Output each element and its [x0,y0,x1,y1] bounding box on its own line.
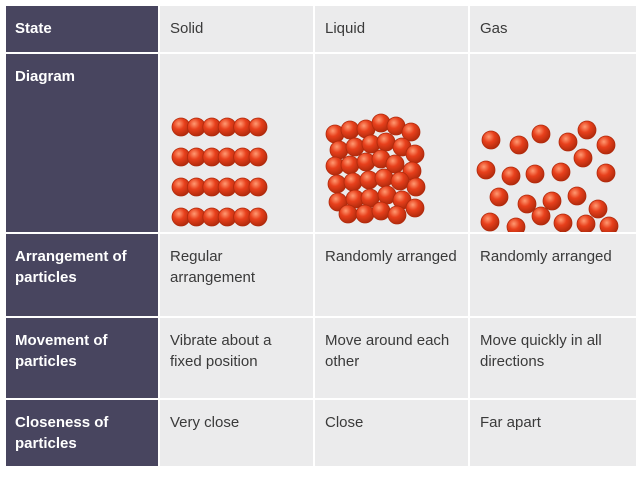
row-label-diagram: Diagram [6,54,158,232]
liquid-particle [406,177,426,197]
liquid-particles-svg [325,113,426,225]
gas-particle [588,199,608,219]
liquid-particle [329,140,349,160]
solid-particle-diagram [160,54,313,232]
row-label-arrangement: Arrangement of particles [6,234,158,316]
liquid-particle [355,204,375,224]
gas-particle [480,212,500,232]
gas-particle [517,194,537,214]
gas-particle [501,166,521,186]
solid-arrangement: Regular arrangement [160,234,313,316]
liquid-particle [387,205,407,225]
gas-particle [531,206,551,226]
gas-particle [553,213,573,232]
header-solid: Solid [160,6,313,52]
gas-particle [573,148,593,168]
liquid-particle [338,204,358,224]
gas-particle [576,214,596,232]
gas-particle [542,191,562,211]
gas-particle [558,132,578,152]
liquid-particle [390,171,410,191]
liquid-particle [374,168,394,188]
gas-particle-diagram [470,54,636,232]
states-of-matter-table: State Solid Liquid Gas Diagram Arrangeme… [6,6,636,466]
liquid-particle [340,120,360,140]
gas-particle [509,135,529,155]
liquid-closeness: Close [315,400,468,466]
liquid-particle [343,172,363,192]
solid-movement: Vibrate about a fixed position [160,318,313,398]
gas-particle [599,216,619,232]
row-label-closeness: Closeness of particles [6,400,158,466]
liquid-particle [385,154,405,174]
solid-particle [248,207,268,227]
liquid-particle [340,155,360,175]
gas-arrangement: Randomly arranged [470,234,636,316]
gas-closeness: Far apart [470,400,636,466]
gas-particle [506,217,526,232]
solid-closeness: Very close [160,400,313,466]
header-liquid: Liquid [315,6,468,52]
liquid-arrangement: Randomly arranged [315,234,468,316]
gas-particle [596,163,616,183]
gas-particle [525,164,545,184]
gas-movement: Move quickly in all directions [470,318,636,398]
solid-particles-svg [171,117,268,227]
header-gas: Gas [470,6,636,52]
liquid-movement: Move around each other [315,318,468,398]
gas-particle [489,187,509,207]
solid-particle [248,117,268,137]
liquid-particle [345,137,365,157]
gas-particle [577,120,597,140]
gas-particle [481,130,501,150]
gas-particle [551,162,571,182]
gas-particles-svg [476,120,619,232]
row-label-movement: Movement of particles [6,318,158,398]
gas-particle [596,135,616,155]
liquid-particle-diagram [315,54,468,232]
solid-particle [248,177,268,197]
liquid-particle [405,198,425,218]
header-state-label: State [6,6,158,52]
liquid-particle [376,132,396,152]
gas-particle [567,186,587,206]
liquid-particle [327,174,347,194]
gas-particle [476,160,496,180]
liquid-particle [405,144,425,164]
solid-particle [248,147,268,167]
liquid-particle [401,122,421,142]
liquid-particle [371,201,391,221]
gas-particle [531,124,551,144]
